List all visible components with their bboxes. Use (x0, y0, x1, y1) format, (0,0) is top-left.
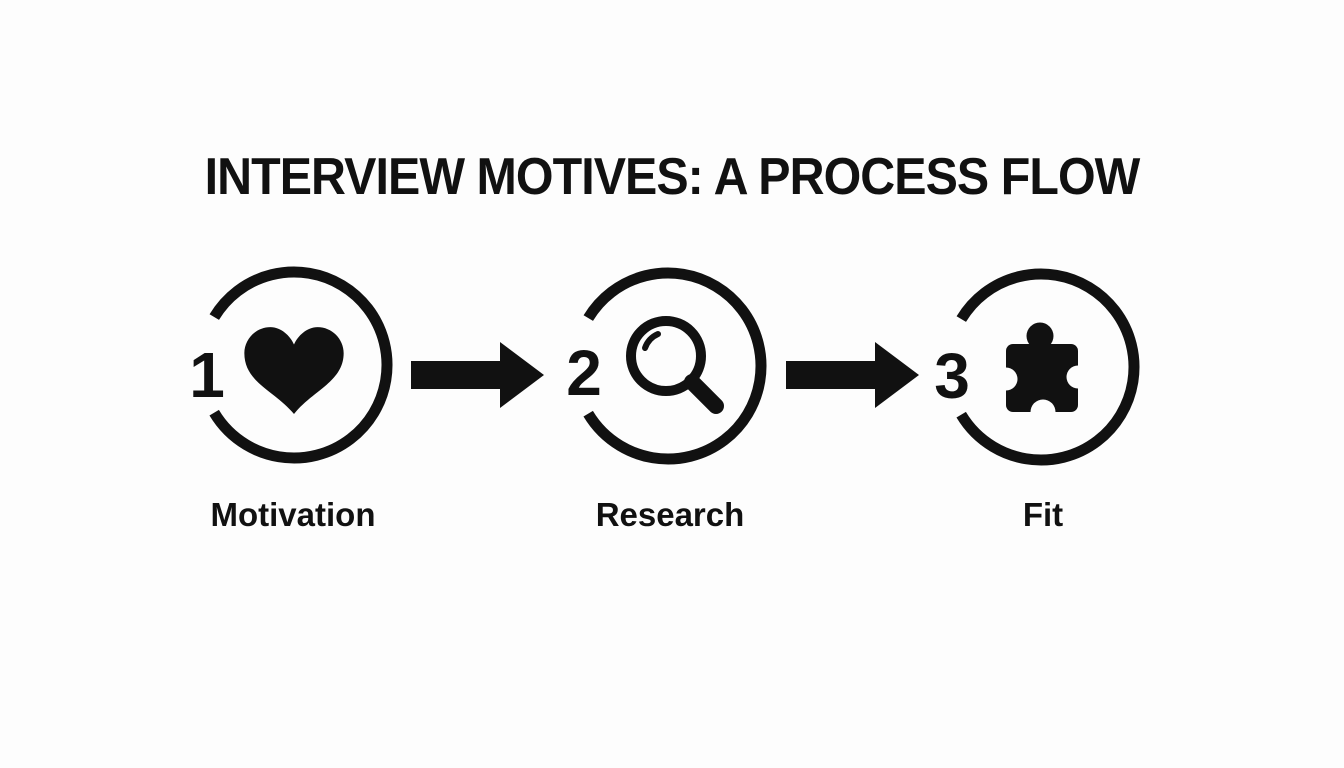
diagram-title: INTERVIEW MOTIVES: A PROCESS FLOW (204, 148, 1141, 206)
step-2-number: 2 (566, 337, 602, 409)
heart-icon (244, 324, 344, 419)
arrow-right-icon (411, 342, 545, 408)
step-3-number: 3 (934, 340, 970, 412)
step-3-circle (941, 267, 1141, 467)
step-3-label: Fit (1022, 496, 1064, 533)
puzzle-icon (992, 316, 1092, 425)
arrow-right-icon (786, 342, 920, 408)
magnifier-icon (604, 294, 724, 419)
step-1-label: Motivation (210, 496, 376, 533)
step-2-circle (568, 266, 768, 466)
step-1-number: 1 (189, 339, 225, 411)
step-1-circle (194, 265, 394, 465)
step-2-label: Research (595, 496, 745, 533)
